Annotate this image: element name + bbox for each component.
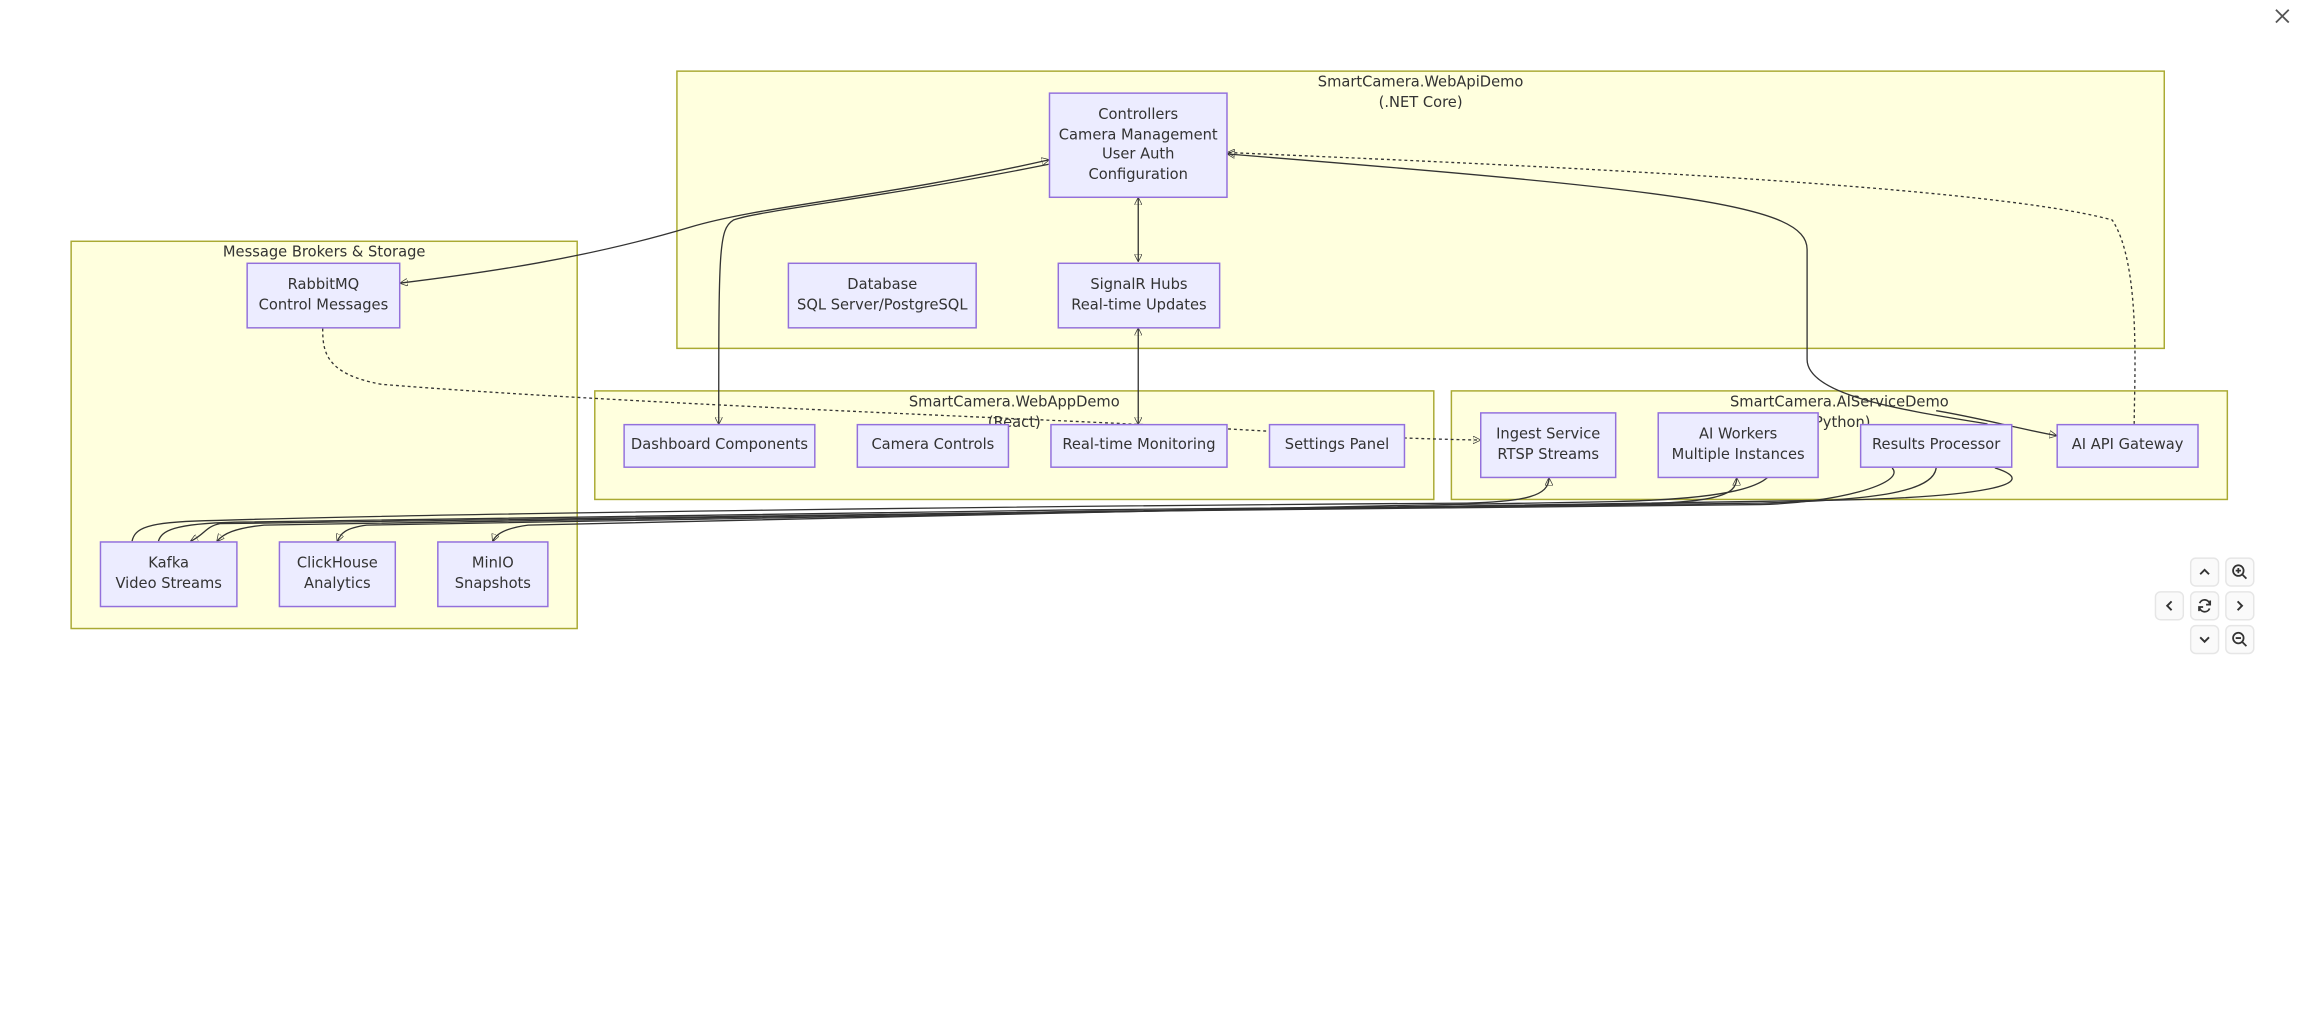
node-signalr-line1: SignalR Hubs	[1090, 277, 1188, 294]
node-ai-workers-line2: Multiple Instances	[1671, 446, 1805, 463]
node-clickhouse[interactable]: ClickHouse Analytics	[278, 541, 397, 608]
pan-right-icon	[2236, 600, 2244, 611]
node-rabbitmq-text: RabbitMQ Control Messages	[259, 276, 389, 316]
edge-kafka-aiworkers	[157, 478, 1736, 542]
cluster-webapi-title: SmartCamera.WebApiDemo (.NET Core)	[678, 73, 2164, 113]
pan-up-icon	[2199, 568, 2210, 575]
cluster-brokers-title: Message Brokers & Storage	[222, 244, 426, 262]
node-ai-workers-text: AI Workers Multiple Instances	[1672, 425, 1805, 465]
pan-right-button[interactable]	[2225, 591, 2255, 621]
node-controllers-line1: Controllers	[1098, 107, 1179, 124]
node-controllers[interactable]: Controllers Camera Management User Auth …	[1048, 92, 1228, 199]
edge-controllers-rabbitmq	[400, 160, 1048, 283]
node-database-line1: Database	[847, 277, 918, 294]
node-clickhouse-text: ClickHouse Analytics	[297, 554, 378, 594]
node-minio-line2: Snapshots	[454, 575, 531, 592]
node-rabbitmq-line1: RabbitMQ	[287, 277, 360, 294]
node-dashboard[interactable]: Dashboard Components	[623, 423, 816, 468]
node-dashboard-label: Dashboard Components	[630, 437, 808, 454]
edge-results-gateway	[1936, 410, 2056, 436]
zoom-in-button[interactable]	[2225, 557, 2255, 587]
node-ai-gateway[interactable]: AI API Gateway	[2056, 423, 2199, 468]
node-results[interactable]: Results Processor	[1859, 423, 2013, 468]
close-button[interactable]	[2271, 4, 2294, 27]
node-ai-workers[interactable]: AI Workers Multiple Instances	[1657, 412, 1819, 479]
node-controllers-line2: Camera Management	[1058, 126, 1218, 144]
node-signalr-line2: Real-time Updates	[1071, 297, 1207, 314]
node-monitoring[interactable]: Real-time Monitoring	[1050, 423, 1228, 468]
node-settings[interactable]: Settings Panel	[1268, 423, 1406, 468]
node-ai-workers-line1: AI Workers	[1698, 426, 1778, 443]
zoom-in-icon	[2232, 564, 2248, 580]
node-monitoring-label: Real-time Monitoring	[1062, 437, 1216, 454]
pan-left-button[interactable]	[2154, 591, 2185, 621]
edge-gateway-controllers	[1228, 153, 2136, 424]
reset-view-icon	[2198, 598, 2212, 613]
pan-down-icon	[2199, 636, 2210, 644]
node-camera-controls[interactable]: Camera Controls	[856, 423, 1010, 468]
node-settings-label: Settings Panel	[1284, 437, 1390, 454]
node-ingest-text: Ingest Service RTSP Streams	[1496, 425, 1600, 465]
node-rabbitmq-line2: Control Messages	[258, 297, 389, 314]
node-controllers-line4: Configuration	[1088, 166, 1188, 183]
node-clickhouse-line1: ClickHouse	[296, 555, 378, 573]
edge-results-kafka	[217, 467, 1937, 541]
pan-left-icon	[2165, 600, 2173, 611]
cluster-webapi-title-line2: (.NET Core)	[1378, 94, 1463, 111]
node-database[interactable]: Database SQL Server/PostgreSQL	[787, 262, 977, 329]
node-signalr[interactable]: SignalR Hubs Real-time Updates	[1057, 262, 1221, 329]
node-ingest-line1: Ingest Service	[1496, 426, 1601, 443]
edge-controllers-dashboard	[719, 163, 1049, 424]
node-kafka[interactable]: Kafka Video Streams	[99, 541, 238, 608]
node-minio-text: MinIO Snapshots	[455, 554, 531, 594]
node-kafka-line2: Video Streams	[115, 575, 222, 592]
edge-results-controllers	[1228, 154, 1988, 425]
close-icon	[2275, 9, 2290, 24]
node-signalr-text: SignalR Hubs Real-time Updates	[1071, 276, 1206, 316]
reset-view-button[interactable]	[2189, 591, 2220, 621]
node-kafka-text: Kafka Video Streams	[115, 554, 221, 594]
node-clickhouse-line2: Analytics	[304, 575, 371, 592]
pan-down-button[interactable]	[2189, 624, 2220, 655]
node-ingest-line2: RTSP Streams	[1497, 446, 1600, 463]
node-minio[interactable]: MinIO Snapshots	[437, 541, 549, 608]
node-controllers-text: Controllers Camera Management User Auth …	[1059, 106, 1218, 185]
node-rabbitmq[interactable]: RabbitMQ Control Messages	[246, 262, 401, 329]
cluster-aiservice-title-line2: (Python)	[1808, 414, 1871, 431]
node-ingest[interactable]: Ingest Service RTSP Streams	[1480, 412, 1617, 479]
node-minio-line1: MinIO	[471, 555, 514, 573]
edge-kafka-ingest	[131, 478, 1549, 542]
node-kafka-line1: Kafka	[148, 555, 190, 573]
node-camera-controls-label: Camera Controls	[871, 437, 995, 454]
node-results-label: Results Processor	[1872, 437, 2001, 454]
zoom-out-icon	[2232, 631, 2248, 647]
pan-up-button[interactable]	[2189, 557, 2220, 587]
node-controllers-line3: User Auth	[1101, 146, 1175, 163]
node-database-line2: SQL Server/PostgreSQL	[797, 297, 968, 314]
node-ai-gateway-label: AI API Gateway	[2071, 437, 2184, 454]
cluster-webapp-title-line1: SmartCamera.WebAppDemo	[908, 394, 1120, 411]
cluster-webapi-title-line1: SmartCamera.WebApiDemo	[1317, 74, 1524, 91]
node-database-text: Database SQL Server/PostgreSQL	[797, 276, 968, 316]
zoom-out-button[interactable]	[2225, 624, 2255, 655]
